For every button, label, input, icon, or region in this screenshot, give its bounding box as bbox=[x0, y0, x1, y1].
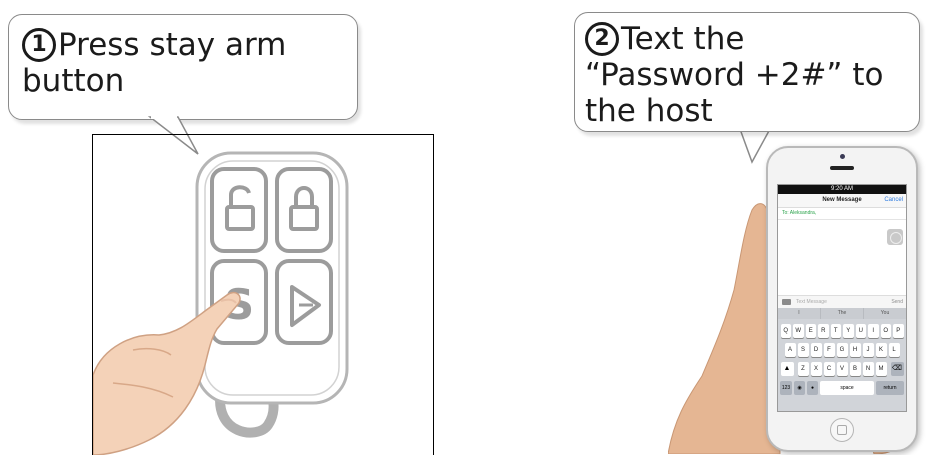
phone-camera bbox=[840, 154, 845, 159]
suggestion-item[interactable]: You bbox=[864, 308, 906, 319]
key-p[interactable]: P bbox=[893, 324, 904, 338]
key-d[interactable]: D bbox=[811, 343, 822, 357]
key-r[interactable]: R bbox=[818, 324, 829, 338]
step2-line2: “Password +2#” to bbox=[585, 57, 883, 93]
globe-key[interactable]: ◉ bbox=[794, 381, 805, 395]
key-f[interactable]: F bbox=[824, 343, 835, 357]
key-e[interactable]: E bbox=[806, 324, 817, 338]
key-y[interactable]: Y bbox=[843, 324, 854, 338]
space-key[interactable]: space bbox=[820, 381, 874, 395]
key-s[interactable]: S bbox=[798, 343, 809, 357]
keyboard-row-4: 123 ◉ ● space return bbox=[778, 381, 906, 395]
key-l[interactable]: L bbox=[889, 343, 900, 357]
step2-line3: the host bbox=[585, 93, 713, 129]
key-g[interactable]: G bbox=[837, 343, 848, 357]
message-input[interactable]: Text Message bbox=[796, 296, 876, 308]
cancel-button[interactable]: Cancel bbox=[884, 194, 903, 207]
key-o[interactable]: O bbox=[881, 324, 892, 338]
key-m[interactable]: M bbox=[876, 362, 887, 376]
key-i[interactable]: I bbox=[868, 324, 879, 338]
key-u[interactable]: U bbox=[856, 324, 867, 338]
attach-circle-button[interactable] bbox=[887, 229, 903, 245]
key-v[interactable]: V bbox=[837, 362, 848, 376]
send-button[interactable]: Send bbox=[891, 296, 903, 308]
to-field[interactable]: To: Aleksandra, bbox=[778, 208, 906, 220]
return-key[interactable]: return bbox=[876, 381, 904, 395]
unlock-button[interactable] bbox=[212, 169, 266, 251]
key-z[interactable]: Z bbox=[798, 362, 809, 376]
remote-panel: S bbox=[92, 134, 434, 455]
phone-screen: 9:20 AM New Message Cancel To: Aleksandr… bbox=[777, 184, 907, 412]
key-x[interactable]: X bbox=[811, 362, 822, 376]
key-b[interactable]: B bbox=[850, 362, 861, 376]
phone-speaker bbox=[830, 166, 854, 170]
compose-row: Text Message Send bbox=[778, 295, 906, 308]
key-c[interactable]: C bbox=[824, 362, 835, 376]
step2-number: 2 bbox=[585, 22, 619, 56]
mic-key[interactable]: ● bbox=[807, 381, 818, 395]
status-time: 9:20 AM bbox=[831, 186, 853, 192]
key-h[interactable]: H bbox=[850, 343, 861, 357]
key-w[interactable]: W bbox=[793, 324, 804, 338]
nav-bar: New Message Cancel bbox=[778, 194, 906, 208]
numbers-key[interactable]: 123 bbox=[780, 381, 792, 395]
to-line: To: Aleksandra, bbox=[782, 210, 816, 216]
arm-button[interactable] bbox=[277, 169, 331, 251]
key-k[interactable]: K bbox=[876, 343, 887, 357]
status-bar: 9:20 AM bbox=[778, 185, 906, 194]
suggestion-item[interactable]: I bbox=[778, 308, 821, 319]
step2-line1: Text the bbox=[621, 21, 744, 57]
camera-icon[interactable] bbox=[782, 299, 791, 305]
remote-illustration: S bbox=[93, 135, 433, 455]
phone-scene: 9:20 AM New Message Cancel To: Aleksandr… bbox=[668, 140, 936, 454]
key-j[interactable]: J bbox=[863, 343, 874, 357]
shift-key[interactable]: ▲ bbox=[781, 362, 794, 376]
key-t[interactable]: T bbox=[831, 324, 842, 338]
panic-button[interactable] bbox=[277, 261, 331, 343]
phone: 9:20 AM New Message Cancel To: Aleksandr… bbox=[766, 146, 918, 452]
key-a[interactable]: A bbox=[785, 343, 796, 357]
key-q[interactable]: Q bbox=[781, 324, 792, 338]
home-button[interactable] bbox=[830, 418, 854, 442]
key-n[interactable]: N bbox=[863, 362, 874, 376]
delete-key[interactable]: ⌫ bbox=[891, 362, 904, 376]
suggestion-item[interactable]: The bbox=[821, 308, 864, 319]
